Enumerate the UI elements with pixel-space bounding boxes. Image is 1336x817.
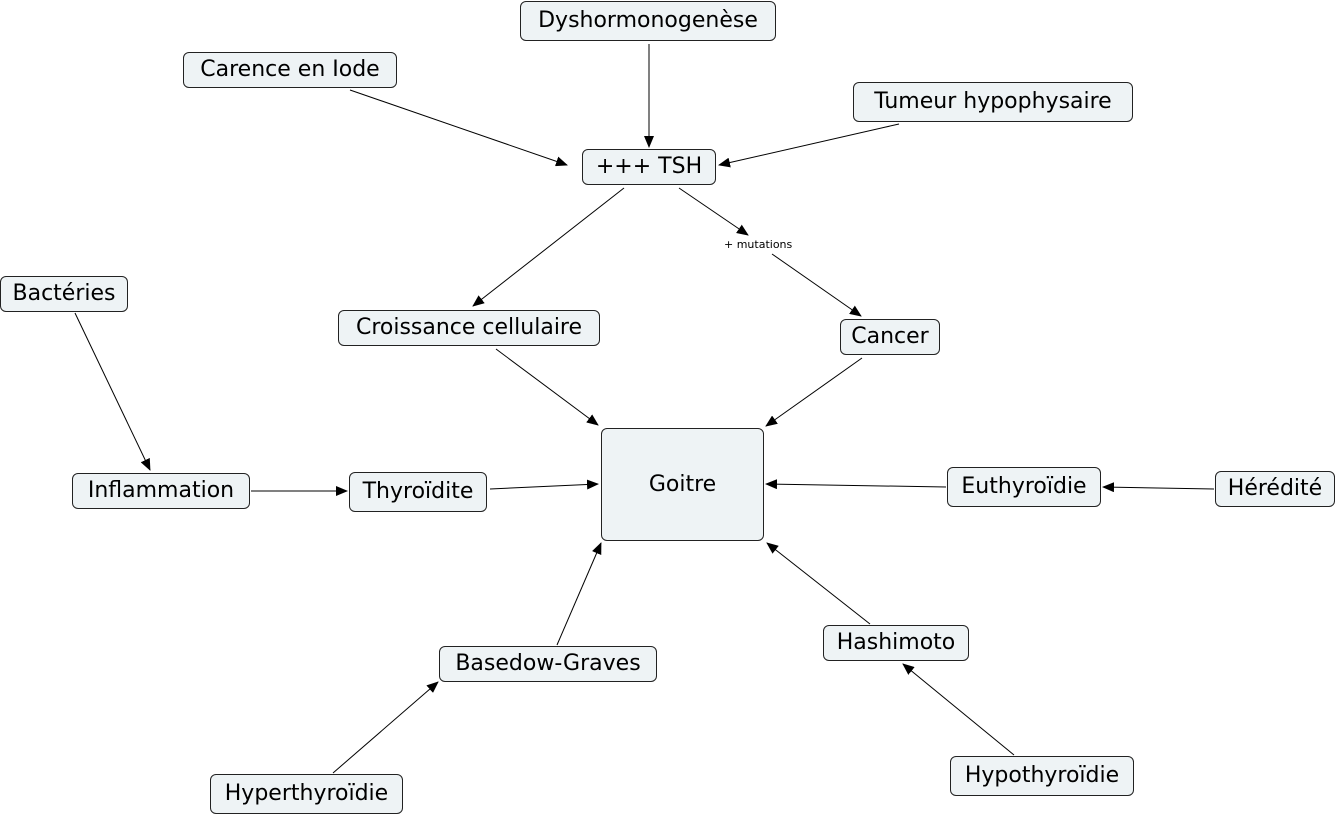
node-euthyroidie[interactable]: Euthyroïdie [947, 467, 1101, 507]
edge-carence-iode-to-tsh [349, 89, 568, 167]
node-tumeur-hypophysaire[interactable]: Tumeur hypophysaire [853, 82, 1133, 122]
node-croissance-cellulaire[interactable]: Croissance cellulaire [338, 310, 600, 346]
node-carence-iode[interactable]: Carence en Iode [183, 52, 397, 88]
edge-hypothyroidie-to-hashimoto [902, 663, 1015, 756]
node-thyroidite[interactable]: Thyroïdite [349, 472, 487, 512]
edge-hyperthyroidie-to-basedow-graves [332, 681, 439, 774]
edge-thyroidite-to-goitre [489, 479, 599, 490]
edge-hashimoto-to-goitre [766, 542, 871, 625]
node-hypothyroidie[interactable]: Hypothyroïdie [950, 756, 1134, 796]
edge-cancer-to-goitre [765, 357, 863, 427]
node-tsh[interactable]: +++ TSH [582, 149, 716, 185]
node-basedow-graves[interactable]: Basedow-Graves [439, 646, 657, 682]
edge-bacteries-to-inflammation [74, 312, 151, 471]
node-hyperthyroidie[interactable]: Hyperthyroïdie [210, 774, 403, 814]
node-bacteries[interactable]: Bactéries [0, 276, 128, 312]
edge-heredite-to-euthyroidie [1102, 482, 1215, 493]
node-dyshormonogenese[interactable]: Dyshormonogenèse [520, 1, 776, 41]
node-goitre[interactable]: Goitre [601, 428, 764, 541]
edge-label-mutations: + mutations [722, 238, 795, 251]
edge-croissance-cellulaire-to-goitre [495, 348, 599, 426]
edge-tsh-to-mutations-label [678, 187, 749, 236]
node-inflammation[interactable]: Inflammation [72, 473, 250, 509]
edge-euthyroidie-to-goitre [765, 479, 947, 490]
edge-mutations-label-to-cancer [771, 253, 862, 317]
edge-basedow-graves-to-goitre [556, 542, 602, 646]
node-heredite[interactable]: Hérédité [1215, 471, 1335, 507]
node-cancer[interactable]: Cancer [840, 319, 940, 355]
edge-tsh-to-croissance-cellulaire [472, 187, 625, 307]
node-hashimoto[interactable]: Hashimoto [823, 625, 969, 661]
edge-tumeur-hypophysaire-to-tsh [718, 123, 900, 168]
